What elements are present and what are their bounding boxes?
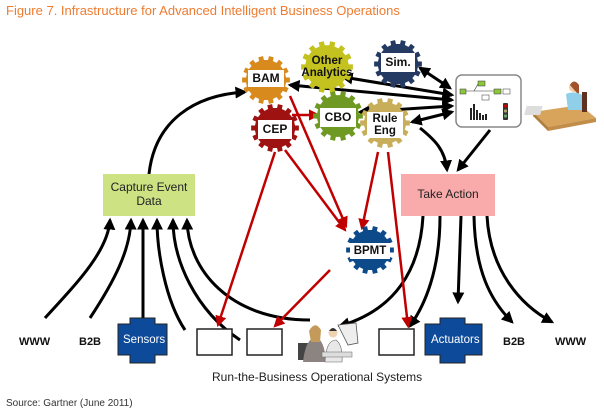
target-www: WWW — [555, 336, 587, 348]
arrow-bam-to-bpmt — [288, 95, 348, 229]
arrow-b2b-to-capture — [88, 217, 137, 319]
arrow-rule-dashboard — [409, 108, 455, 126]
source-www: WWW — [19, 336, 51, 348]
arrow-bpmt-to-sys2 — [273, 269, 331, 328]
other-line1: Other — [311, 55, 343, 67]
dashboard-icon — [455, 74, 522, 128]
rule-line1: Rule — [372, 113, 398, 125]
red-arrows — [215, 95, 413, 329]
rule-line2: Eng — [374, 125, 396, 138]
input-arrows — [43, 217, 311, 342]
arrow-www-to-capture — [43, 217, 116, 320]
arrow-takeaction-to-www — [485, 215, 555, 324]
gear-label-bpmt: BPMT — [350, 243, 390, 260]
system-box-2 — [246, 328, 283, 356]
gear-label-cbo: CBO — [320, 108, 356, 127]
arrow-sys2-to-capture — [167, 217, 241, 342]
sensors-label: Sensors — [123, 334, 166, 346]
arrow-cep-to-sys1 — [215, 151, 277, 328]
figure-title: Figure 7. Infrastructure for Advanced In… — [6, 3, 400, 18]
arrow-rule-to-bpmt — [358, 151, 380, 231]
arrow-rule-to-takeaction — [419, 126, 453, 173]
actuators-label: Actuators — [431, 334, 480, 346]
gear-label-sim: Sim. — [381, 53, 415, 72]
sensors-cross — [117, 317, 168, 364]
system-box-3 — [378, 328, 415, 356]
arrow-sys1-to-capture — [151, 217, 187, 331]
take-action-box: Take Action — [401, 174, 495, 216]
capture-line1: Capture Event — [110, 180, 188, 195]
capture-line2: Data — [136, 194, 162, 208]
arrow-takeaction-to-people — [337, 215, 425, 330]
actuators-cross — [424, 317, 483, 364]
other-line2: Analytics — [301, 67, 353, 80]
arrow-cep-to-bpmt — [284, 149, 347, 232]
arrow-sim-dashboard — [418, 66, 452, 90]
source-footer: Source: Gartner (June 2011) — [6, 398, 133, 409]
target-b2b: B2B — [503, 336, 526, 348]
arrow-bam-dashboard — [287, 79, 455, 106]
source-b2b: B2B — [79, 336, 102, 348]
output-arrows — [337, 215, 555, 330]
arrow-takeaction-to-actuators — [452, 215, 465, 305]
arrow-dashboard-to-takeaction — [456, 129, 492, 172]
gear-label-rule-eng: Rule Eng — [367, 112, 403, 139]
user-at-desk-icon — [524, 81, 596, 131]
capture-event-data-box: Capture Event Data — [103, 174, 195, 216]
people-at-computer-icon — [298, 322, 359, 363]
gear-other — [301, 41, 353, 93]
arrow-rule-to-sys3 — [386, 151, 413, 329]
gear-label-bam: BAM — [248, 70, 284, 87]
arrow-takeaction-to-sys3 — [408, 215, 442, 328]
arrow-takeaction-to-b2b — [472, 215, 514, 324]
arrow-capture-to-bam — [147, 86, 248, 175]
system-box-1 — [196, 328, 233, 356]
gear-label-cep: CEP — [258, 120, 292, 139]
gear-label-other-analytics: Other Analytics — [297, 55, 357, 79]
operational-systems-label: Run-the-Business Operational Systems — [212, 370, 423, 384]
